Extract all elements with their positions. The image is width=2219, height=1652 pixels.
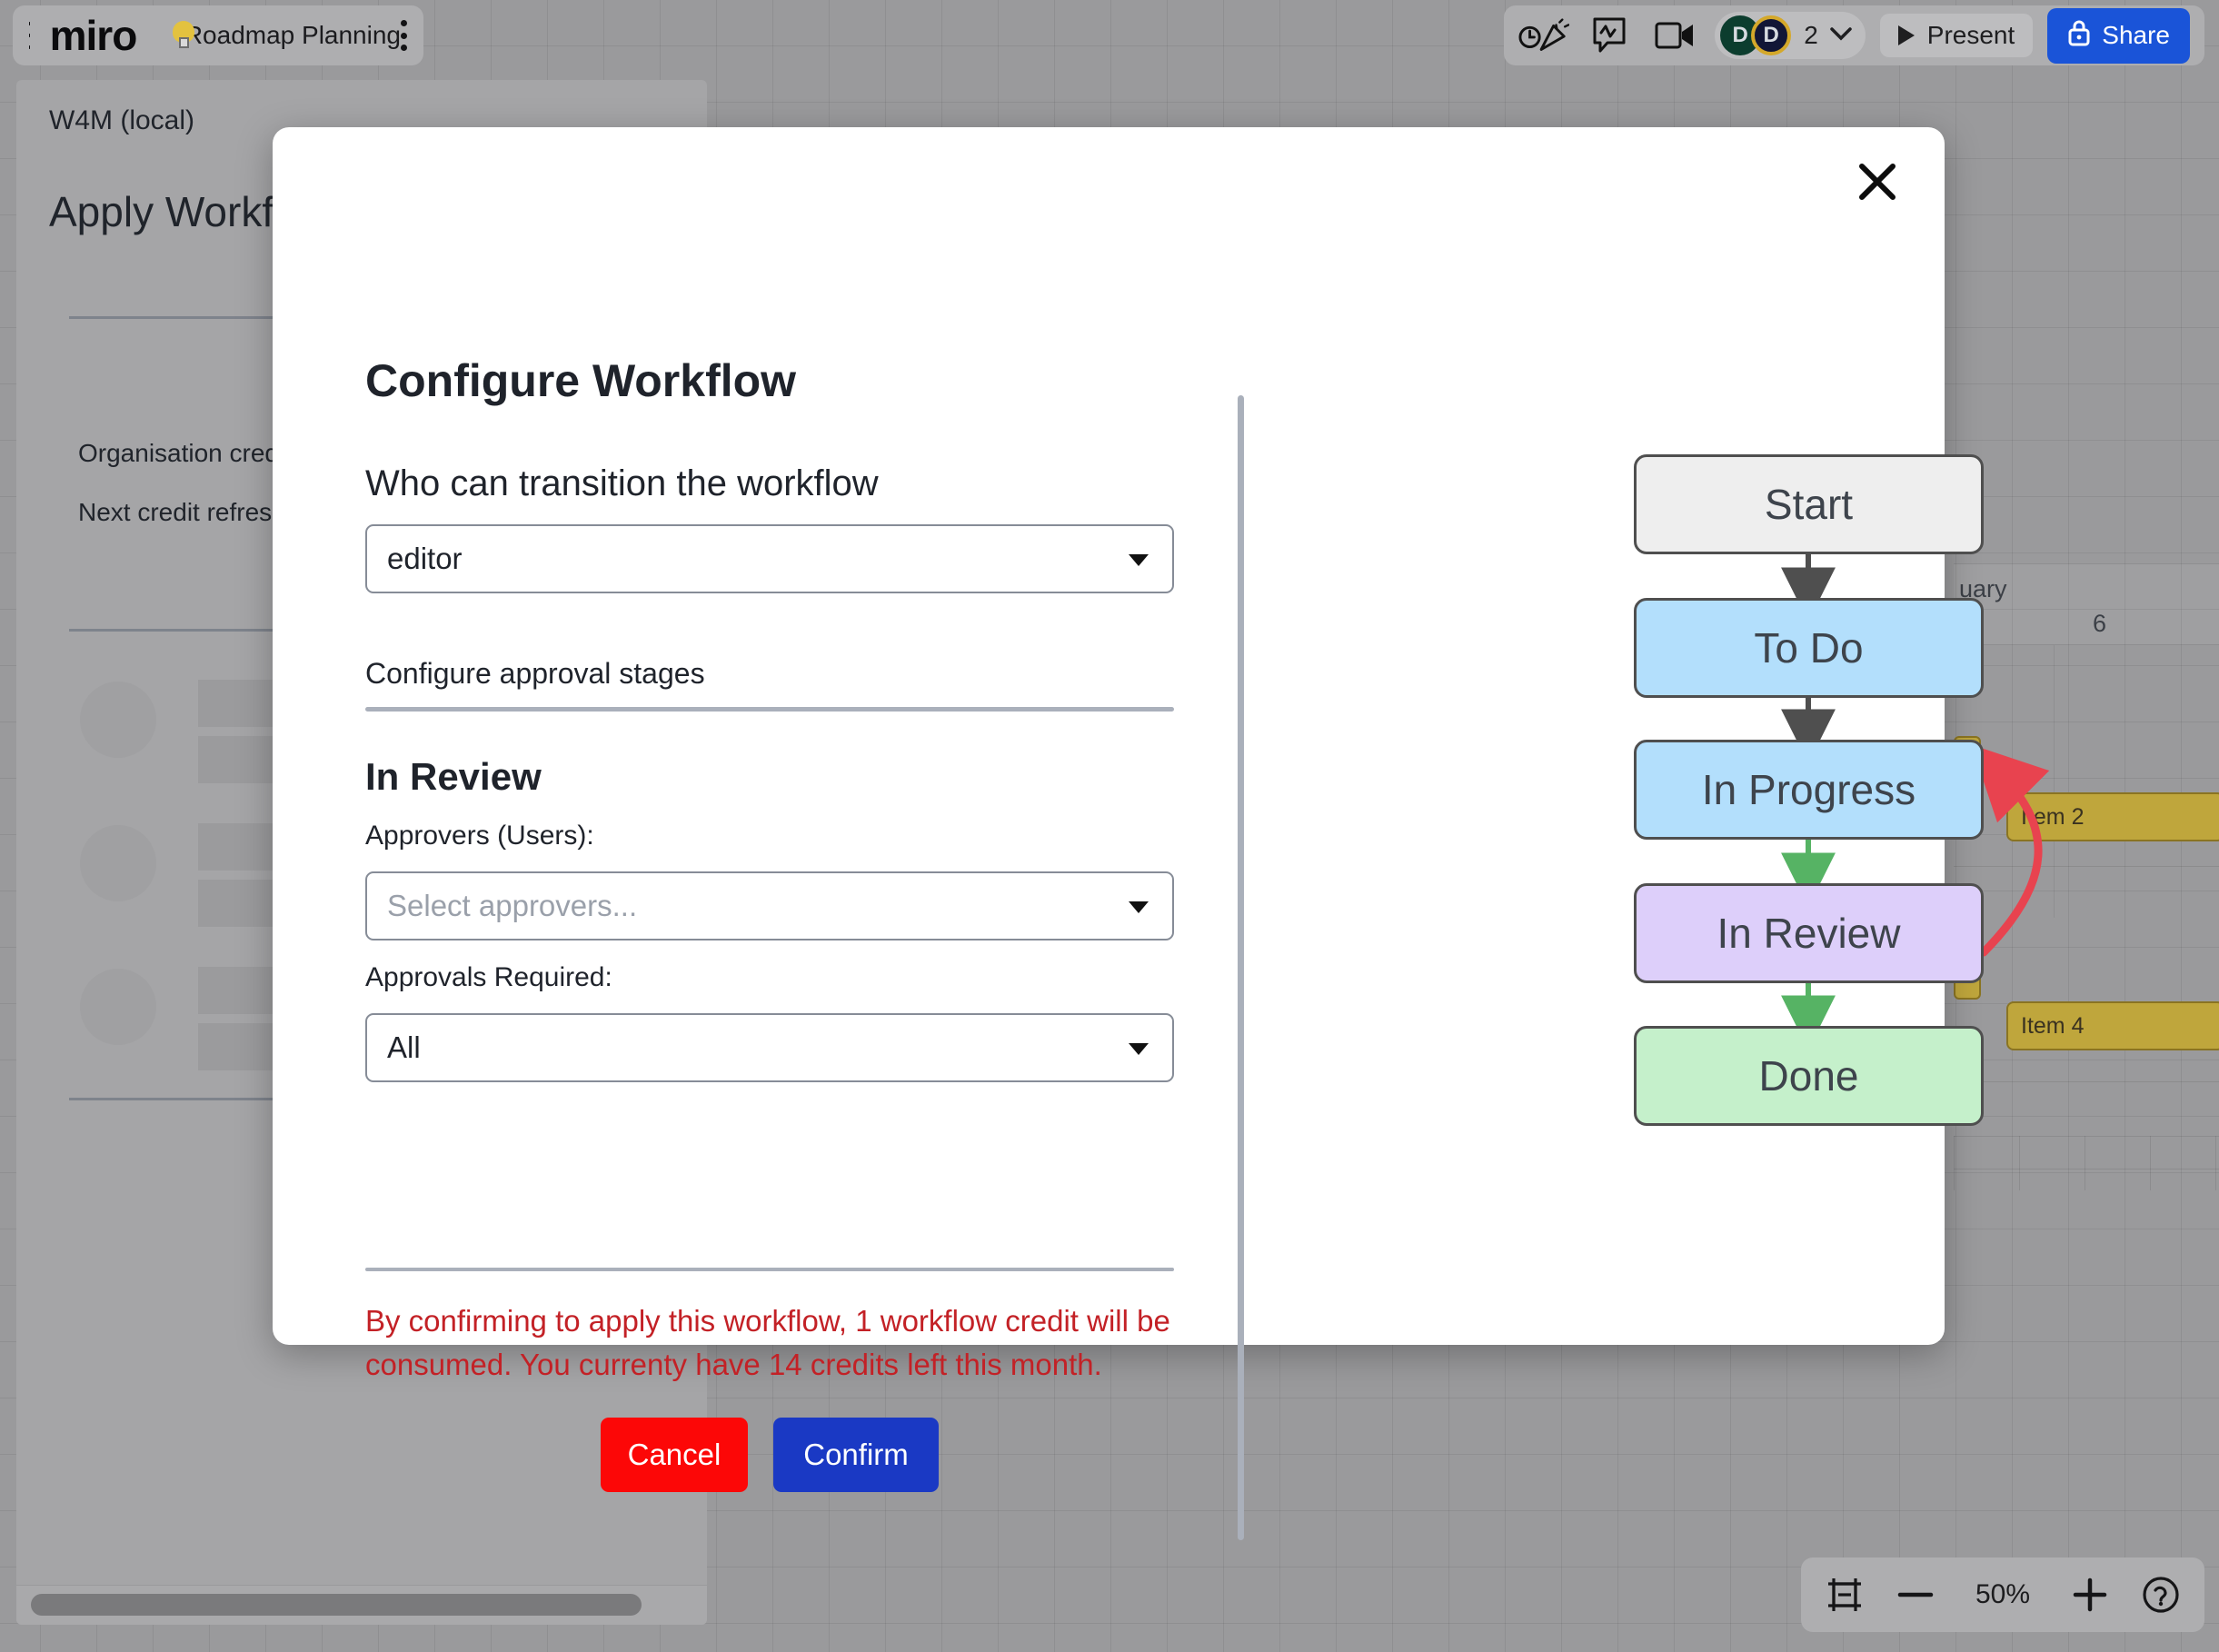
share-button[interactable]: Share (2047, 7, 2190, 64)
comment-icon[interactable] (1584, 15, 1635, 56)
edge-inreview-reject-to-inprogress (1971, 744, 2050, 957)
flow-node-in-progress[interactable]: In Progress (1634, 740, 1984, 840)
transition-label: Who can transition the workflow (365, 463, 879, 503)
next-refresh-row: Next credit refres (78, 498, 273, 526)
dialog-vertical-divider (1238, 395, 1244, 1540)
board-title[interactable]: Roadmap Planning (184, 21, 401, 49)
hamburger-icon[interactable] (29, 22, 30, 49)
panel-title: Apply Workflo (49, 188, 306, 235)
skeleton-avatar (80, 969, 156, 1045)
zoom-out-icon[interactable] (1897, 1589, 1934, 1600)
zoom-in-icon[interactable] (2072, 1577, 2108, 1613)
play-icon (1897, 25, 1915, 45)
gantt-day-label: 6 (2093, 610, 2107, 637)
approvers-placeholder: Select approvers... (387, 889, 638, 922)
panel-scrollbar-thumb[interactable] (31, 1594, 642, 1616)
fit-to-screen-icon[interactable] (1825, 1575, 1865, 1615)
present-button[interactable]: Present (1879, 14, 2034, 57)
workflow-form: Who can transition the workflow editor C… (365, 463, 1174, 1082)
lock-icon (2067, 18, 2091, 54)
gantt-lower-grid (1954, 1136, 2219, 1190)
dialog-actions: Cancel Confirm (365, 1418, 1174, 1492)
skeleton-avatar (80, 825, 156, 901)
video-icon[interactable] (1649, 15, 1700, 56)
top-left-toolbar: miro Roadmap Planning (13, 5, 423, 65)
flow-node-to-do[interactable]: To Do (1634, 598, 1984, 698)
zoom-toolbar: 50% (1801, 1557, 2204, 1632)
approvals-required-select[interactable]: All (365, 1013, 1174, 1082)
approvals-required-label: Approvals Required: (365, 962, 612, 992)
gantt-timeline-header: uary 6 (1954, 563, 2219, 645)
approval-stages-heading: Configure approval stages (365, 657, 705, 690)
help-icon[interactable] (2141, 1575, 2181, 1615)
footer-divider (365, 1268, 1174, 1271)
present-label: Present (1926, 21, 2015, 49)
balloon-icon (169, 20, 195, 51)
skeleton-avatar (80, 682, 156, 758)
collaborator-avatars[interactable]: D D 2 (1715, 12, 1866, 59)
flow-node-in-review[interactable]: In Review (1634, 883, 1984, 983)
gantt-column-divider (2054, 645, 2055, 918)
approvers-select[interactable]: Select approvers... (365, 871, 1174, 940)
chevron-down-icon (1129, 554, 1149, 566)
stage-name: In Review (365, 755, 542, 798)
close-icon[interactable] (1848, 153, 1906, 211)
top-right-toolbar: D D 2 Present Share (1504, 5, 2204, 65)
share-label: Share (2102, 21, 2170, 49)
chevron-down-icon (1129, 901, 1149, 913)
dialog-title: Configure Workflow (365, 355, 797, 406)
transition-role-value: editor (387, 542, 463, 575)
timer-celebrate-icon[interactable] (1518, 15, 1570, 56)
gantt-row-divider (1954, 1081, 2219, 1082)
confirm-button[interactable]: Confirm (773, 1418, 939, 1492)
approvers-label: Approvers (Users): (365, 821, 594, 851)
panel-subtitle: W4M (local) (49, 105, 195, 135)
avatar[interactable]: D (1751, 15, 1792, 55)
zoom-level[interactable]: 50% (1975, 1579, 2031, 1609)
section-divider (365, 707, 1174, 712)
flow-node-done[interactable]: Done (1634, 1026, 1984, 1126)
transition-role-select[interactable]: editor (365, 524, 1174, 593)
org-credits-row: Organisation cred (78, 439, 280, 467)
gantt-bar-item[interactable]: Item 4 (2006, 1001, 2219, 1050)
panel-scrollbar-track[interactable] (16, 1585, 707, 1625)
gantt-row-divider (1954, 866, 2219, 867)
approvals-required-value: All (387, 1030, 421, 1064)
avatar-count: 2 (1804, 21, 1818, 49)
chevron-down-icon (1129, 1043, 1149, 1055)
miro-logo[interactable]: miro (49, 12, 138, 59)
cancel-button[interactable]: Cancel (601, 1418, 748, 1492)
flow-node-start[interactable]: Start (1634, 454, 1984, 554)
workflow-diagram: Start To Do In Progress In Review Done (1545, 454, 2050, 1363)
chevron-down-icon[interactable] (1829, 26, 1853, 45)
gantt-board-content: uary 6 Item 2 Item 4 (1954, 554, 2219, 1190)
more-options-icon[interactable] (401, 20, 407, 51)
credit-warning-text: By confirming to apply this workflow, 1 … (365, 1304, 1170, 1381)
configure-workflow-dialog: Configure Workflow Who can transition th… (273, 127, 2050, 1540)
